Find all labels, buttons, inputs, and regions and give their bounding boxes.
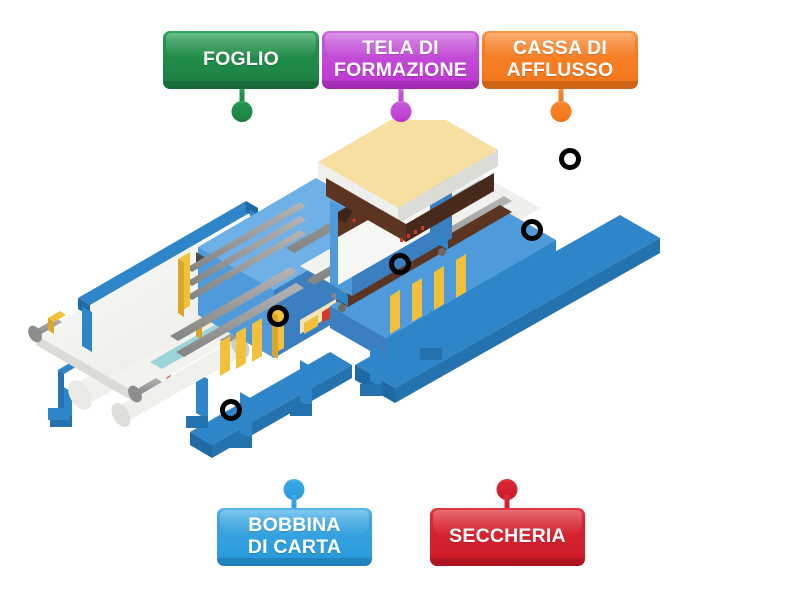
- label-text-foglio: FOGLIO: [203, 48, 279, 71]
- paper-machine-diagram: [0, 120, 800, 470]
- label-text-tela-di-formazione: TELA DI FORMAZIONE: [333, 37, 468, 81]
- hotspot-press[interactable]: [389, 253, 411, 275]
- label-card-cassa-di-afflusso[interactable]: CASSA DI AFFLUSSO: [482, 31, 638, 89]
- label-card-tela-di-formazione[interactable]: TELA DI FORMAZIONE: [322, 31, 479, 89]
- headbox-unit: [318, 120, 498, 312]
- roll-end-caps-left: [178, 252, 190, 317]
- label-card-foglio[interactable]: FOGLIO: [163, 31, 319, 89]
- hotspot-sheet[interactable]: [267, 305, 289, 327]
- headbox-indicators: [352, 218, 424, 242]
- label-text-bobbina-di-carta: BOBBINA DI CARTA: [247, 514, 342, 558]
- press-rolls: [170, 202, 306, 376]
- press-control-panel: [300, 299, 336, 334]
- label-card-bobbina-di-carta[interactable]: BOBBINA DI CARTA: [217, 508, 372, 566]
- hotspot-wire[interactable]: [521, 219, 543, 241]
- hotspot-headbox[interactable]: [559, 148, 581, 170]
- label-text-seccheria: SECCHERIA: [449, 525, 566, 548]
- label-card-seccheria[interactable]: SECCHERIA: [430, 508, 585, 566]
- hotspot-reel[interactable]: [220, 399, 242, 421]
- wire-support-posts: [390, 254, 466, 334]
- paper-machine-illustration: [28, 120, 660, 458]
- label-text-cassa-di-afflusso: CASSA DI AFFLUSSO: [506, 37, 614, 81]
- machine-legs-right: [360, 310, 442, 396]
